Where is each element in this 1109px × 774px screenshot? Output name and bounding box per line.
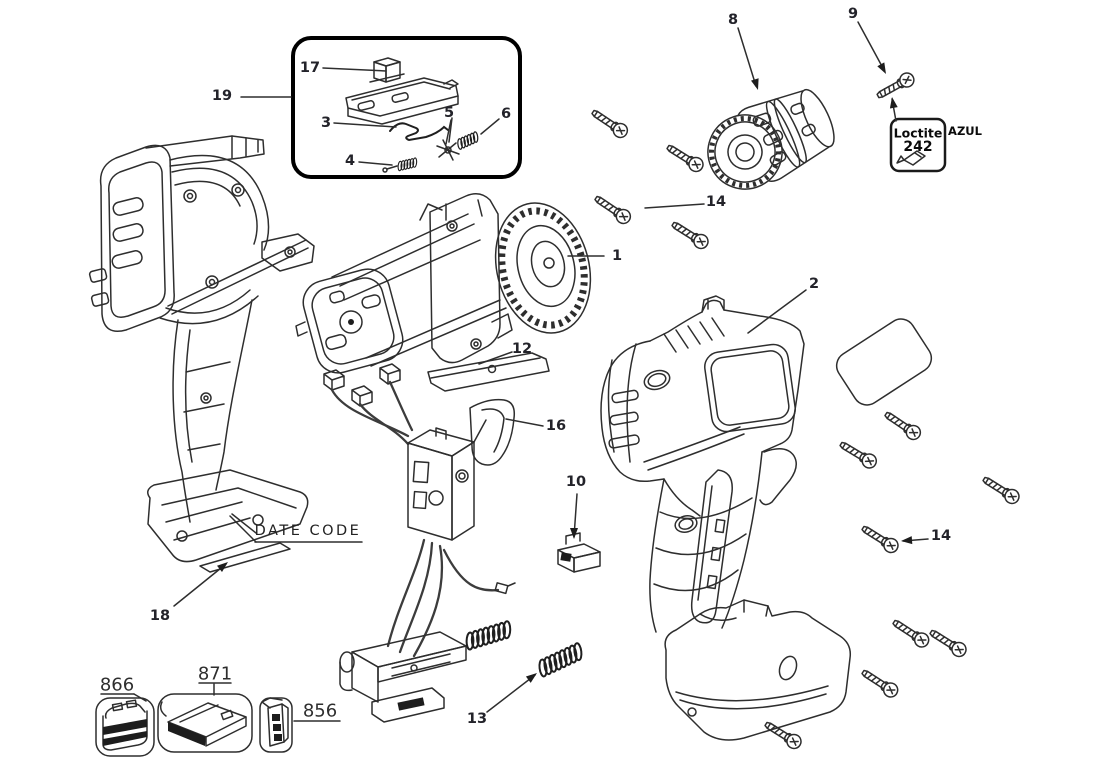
screws-right-group [761,407,1023,752]
callout-9: 9 [847,6,859,22]
battery-terminal-block-drawing [339,631,467,723]
callout-3: 3 [320,115,332,131]
battery-release-button-drawing [345,57,459,125]
right-housing-half-drawing [600,295,852,741]
callout-12: 12 [511,341,533,357]
leader-lines [100,21,929,722]
spring-a-drawing [460,618,517,653]
callout-4: 4 [344,153,356,169]
callout-14-top: 14 [705,194,727,210]
callout-10: 10 [565,474,587,490]
callout-1: 1 [611,248,623,264]
azul-note-label: AZUL [948,124,982,138]
trigger-switch-assembly-drawing [323,363,516,658]
callout-5: 5 [443,105,455,121]
chuck-drawing [707,88,835,190]
callout-19: 19 [211,88,233,104]
callout-8: 8 [727,12,739,28]
small-clip-drawing [557,532,601,573]
screws-top-group [588,105,712,252]
blank-label-plate-drawing [835,318,933,406]
spring-pin-drawing [382,156,420,173]
charger-box [157,693,253,753]
callout-18: 18 [149,608,171,624]
blank-label-strip-drawing [199,542,291,573]
callout-2: 2 [808,276,820,292]
loctite-name-label: Loctite [893,125,943,141]
battery-pack-box [95,697,155,757]
sku-callout-866: 866 [99,674,135,696]
callout-16: 16 [545,418,567,434]
flat-bar-drawing [427,352,550,392]
loctite-number-label: 242 [903,139,933,155]
callout-6: 6 [500,106,512,122]
motor-gearbox-assembly-drawing [295,193,592,374]
belt-clip-box [259,697,293,753]
chuck-screw-drawing [873,69,918,103]
loctite-note-box [889,117,947,173]
sku-callout-856: 856 [302,700,338,722]
date-code-pointer [229,513,363,543]
spring-13-drawing [532,639,589,680]
callout-14-right: 14 [930,528,952,544]
callout-17: 17 [299,60,321,76]
callout-13: 13 [466,711,488,727]
selector-cross-drawing [436,117,460,161]
inset-detail-box [240,36,522,179]
sku-callout-871: 871 [197,663,233,685]
wire-connectors [323,363,414,446]
spring-6-drawing [453,129,482,152]
pen-icon [896,150,926,166]
left-housing-half-drawing [88,135,315,563]
wireform-spring-drawing [389,122,449,142]
date-code-label: DATE CODE [254,523,362,539]
